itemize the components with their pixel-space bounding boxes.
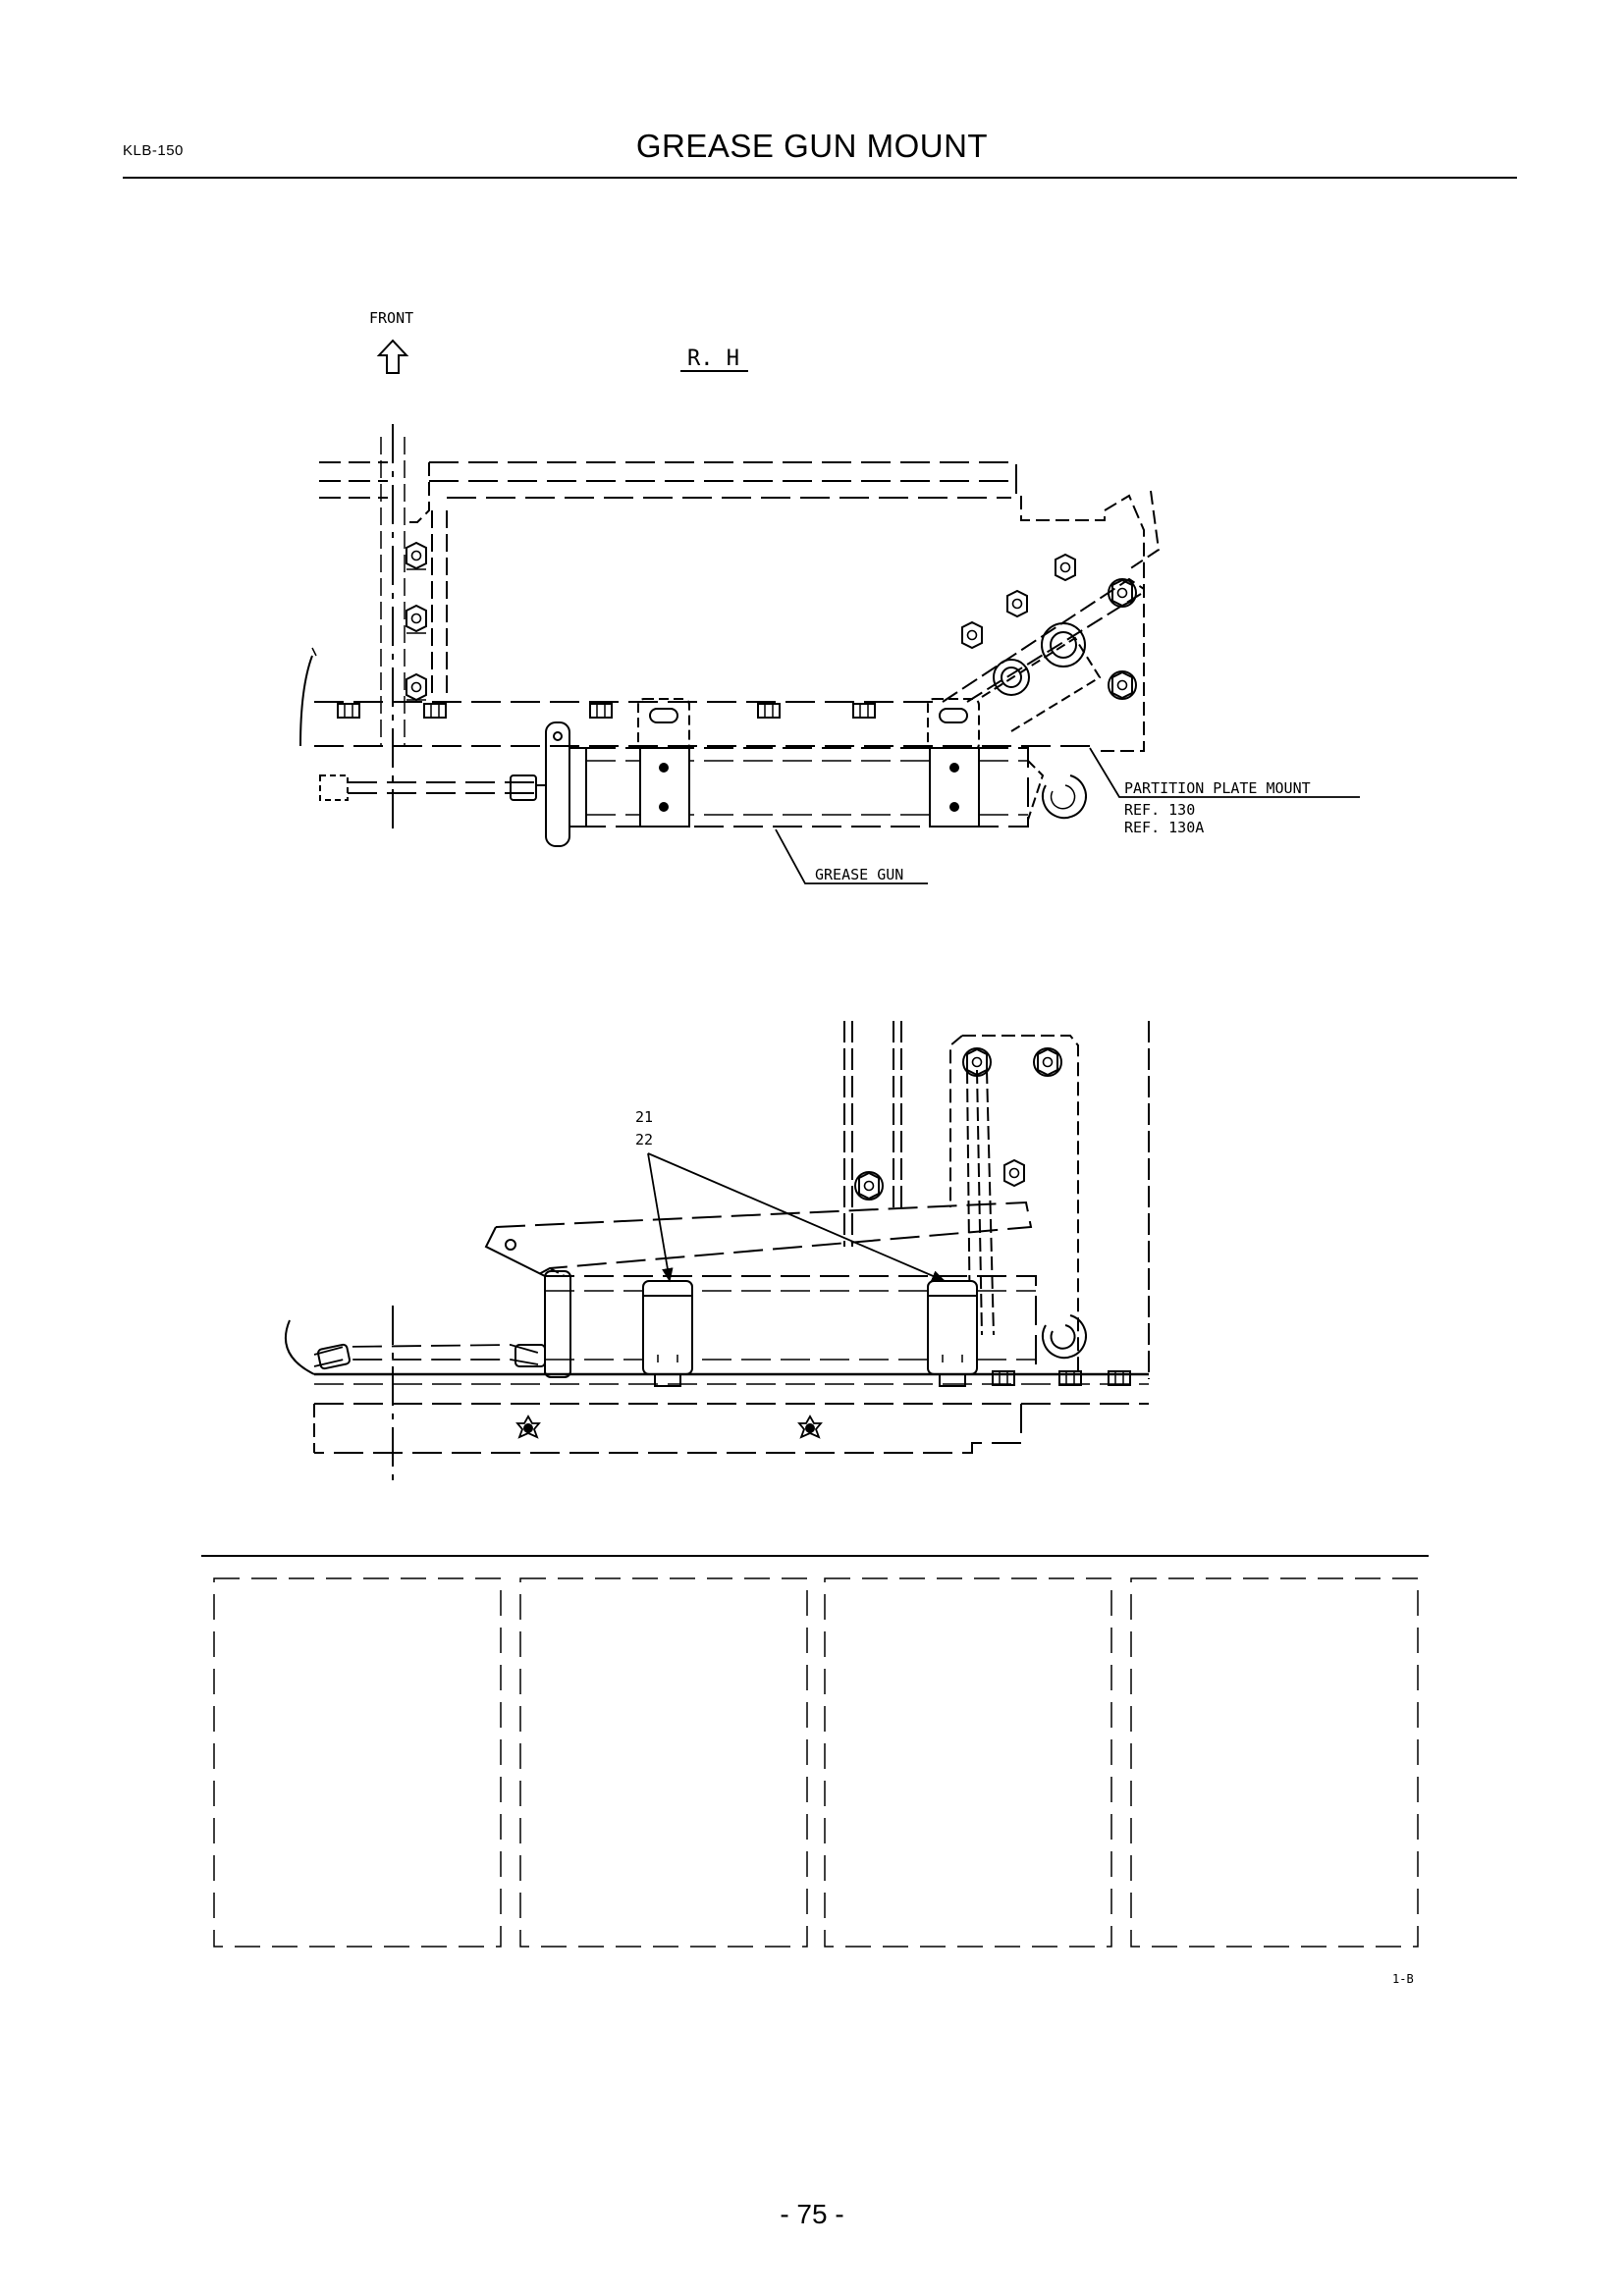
drawing-code: 1-B	[1392, 1972, 1414, 1986]
legend-box-1	[213, 1577, 502, 1948]
ref-callout-1: REF. 130	[1124, 801, 1195, 819]
model-code: KLB-150	[123, 142, 184, 159]
legend-box-4	[1130, 1577, 1419, 1948]
part-number-22: 22	[635, 1131, 653, 1148]
legend-box-3	[824, 1577, 1112, 1948]
side-view-drawing	[285, 1021, 1150, 1482]
front-arrow-icon	[376, 339, 409, 374]
page-title: GREASE GUN MOUNT	[635, 128, 989, 164]
legend-box-2	[519, 1577, 808, 1948]
ref-callout-2: REF. 130A	[1124, 819, 1204, 836]
grease-gun-callout: GREASE GUN	[815, 866, 903, 883]
side-label: R. H	[687, 347, 739, 371]
front-label: FRONT	[369, 309, 413, 327]
header-rule	[123, 177, 1517, 179]
part-number-21: 21	[635, 1108, 653, 1126]
top-view-drawing	[299, 339, 1360, 884]
page-number: - 75 -	[780, 2199, 844, 2229]
partition-plate-callout: PARTITION PLATE MOUNT	[1124, 779, 1311, 797]
legend-area	[201, 1555, 1429, 1948]
